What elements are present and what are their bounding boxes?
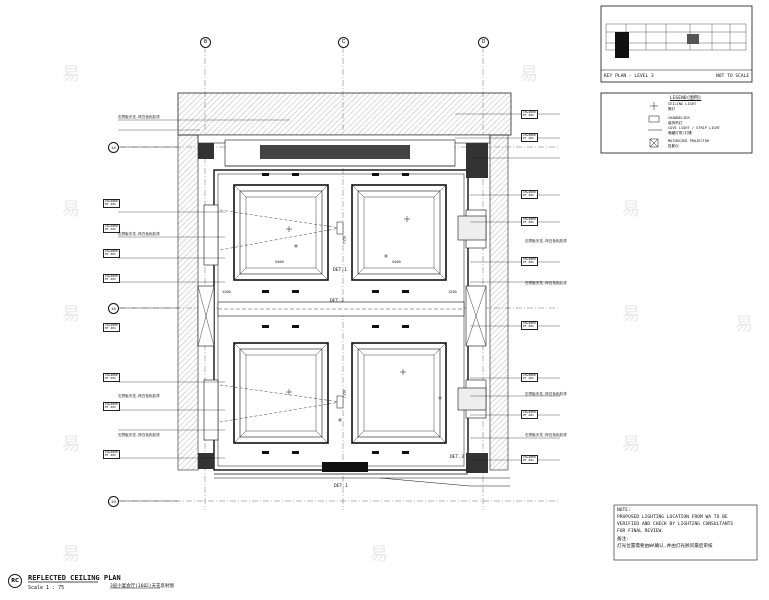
legend-item-en: CEILING LIGHT (668, 102, 697, 106)
grid-bubble-14: 14 (108, 142, 119, 153)
title-badge: RC (8, 574, 22, 588)
detail-marker: DET.1 (333, 268, 347, 273)
legend-item-cn: 暗藏灯带/灯槽 (668, 131, 692, 135)
legend-item-en: COVE LIGHT / STRIP LIGHT (668, 126, 720, 130)
downlight-markers (286, 216, 442, 422)
coffer-panel-tr (351, 184, 447, 281)
watermark: 易 (62, 64, 80, 85)
key-plan-scale: NOT TO SCALE (716, 74, 750, 79)
dimension-label: 5400 (275, 260, 284, 264)
note-box (613, 504, 758, 561)
watermark: 易 (520, 64, 538, 85)
watermark: 易 (735, 314, 753, 335)
annotation-label: 石膏板天花,饰白色乳胶漆 (118, 433, 160, 437)
note-line: VERIFIED AND CHECK BY LIGHTING CONSULTAN… (617, 522, 734, 527)
note-line: FOR FINAL REVIEW. (617, 529, 665, 534)
left-wall-hatch (177, 134, 199, 471)
dimension-label: 1200 (222, 290, 231, 294)
watermark: 易 (622, 199, 640, 220)
legend-item-cn: 装饰吊灯 (668, 121, 683, 125)
detail-marker: DET.1 (334, 484, 348, 489)
note-cn-line: 灯光位置需要由WA确认,并由灯光顾问最后审核 (617, 544, 713, 549)
annotation-label: 石膏板天花,饰白色乳胶漆 (118, 115, 160, 119)
watermark: 易 (62, 434, 80, 455)
coffer-panel-br (351, 342, 447, 444)
dimension-label: 7350 (342, 389, 347, 399)
drawing-subtitle: 3层小宴会厅(1602)天花反射图 (110, 584, 174, 589)
coffer-panel-bl (233, 342, 329, 444)
grid-bubble-16: 16 (108, 303, 119, 314)
dimension-label: 7350 (342, 235, 347, 245)
grid-bubble-d: D (478, 37, 489, 48)
legend-item-en: MOTORIZED PROJECTOR (668, 139, 710, 143)
chandeliers (336, 221, 344, 409)
annotation-label: 石膏板天花,饰白色乳胶漆 (118, 232, 160, 236)
annotation-label: 石膏板天花,饰白色乳胶漆 (525, 281, 567, 285)
legend-item-cn: 筒灯 (668, 107, 676, 111)
right-wall-hatch (489, 134, 509, 471)
grid-bubble-b: B (200, 37, 211, 48)
detail-marker: DET.2 (330, 299, 344, 304)
annotation-label: 石膏板天花,饰白色乳胶漆 (118, 394, 160, 398)
dimension-label: 5400 (392, 260, 401, 264)
grid-bubble-19: 19 (108, 496, 119, 507)
legend-item-cn: 投影仪 (668, 144, 679, 148)
watermark: 易 (62, 544, 80, 565)
watermark: 易 (62, 199, 80, 220)
watermark: 易 (62, 304, 80, 325)
key-plan-label: KEY PLAN - LEVEL 3 (604, 74, 654, 79)
dimension-label: 1200 (448, 290, 457, 294)
drawing-scale: Scale 1 : 75 (28, 585, 65, 591)
legend-heading: LEGEND(图例) (670, 96, 702, 101)
note-cn-heading: 备注: (617, 537, 629, 542)
grid-bubble-c: C (338, 37, 349, 48)
watermark: 易 (370, 544, 388, 565)
legend-box (600, 92, 753, 154)
drawing-title: REFLECTED CEILING PLAN (28, 574, 121, 582)
coffer-panel-tl (233, 184, 329, 281)
watermark: 易 (622, 434, 640, 455)
detail-marker: DET.3 (450, 455, 464, 460)
note-heading: NOTE: (617, 508, 631, 513)
note-line: PROPOSED LIGHTING LOCATION FROM WA TO BE (617, 515, 728, 520)
annotation-label: 石膏板天花,饰白色乳胶漆 (525, 392, 567, 396)
annotation-label: 石膏板天花,饰白色乳胶漆 (525, 433, 567, 437)
legend-item-en: CHANDELIER (668, 116, 690, 120)
watermark: 易 (622, 304, 640, 325)
annotation-label: 石膏板天花,饰白色乳胶漆 (525, 239, 567, 243)
